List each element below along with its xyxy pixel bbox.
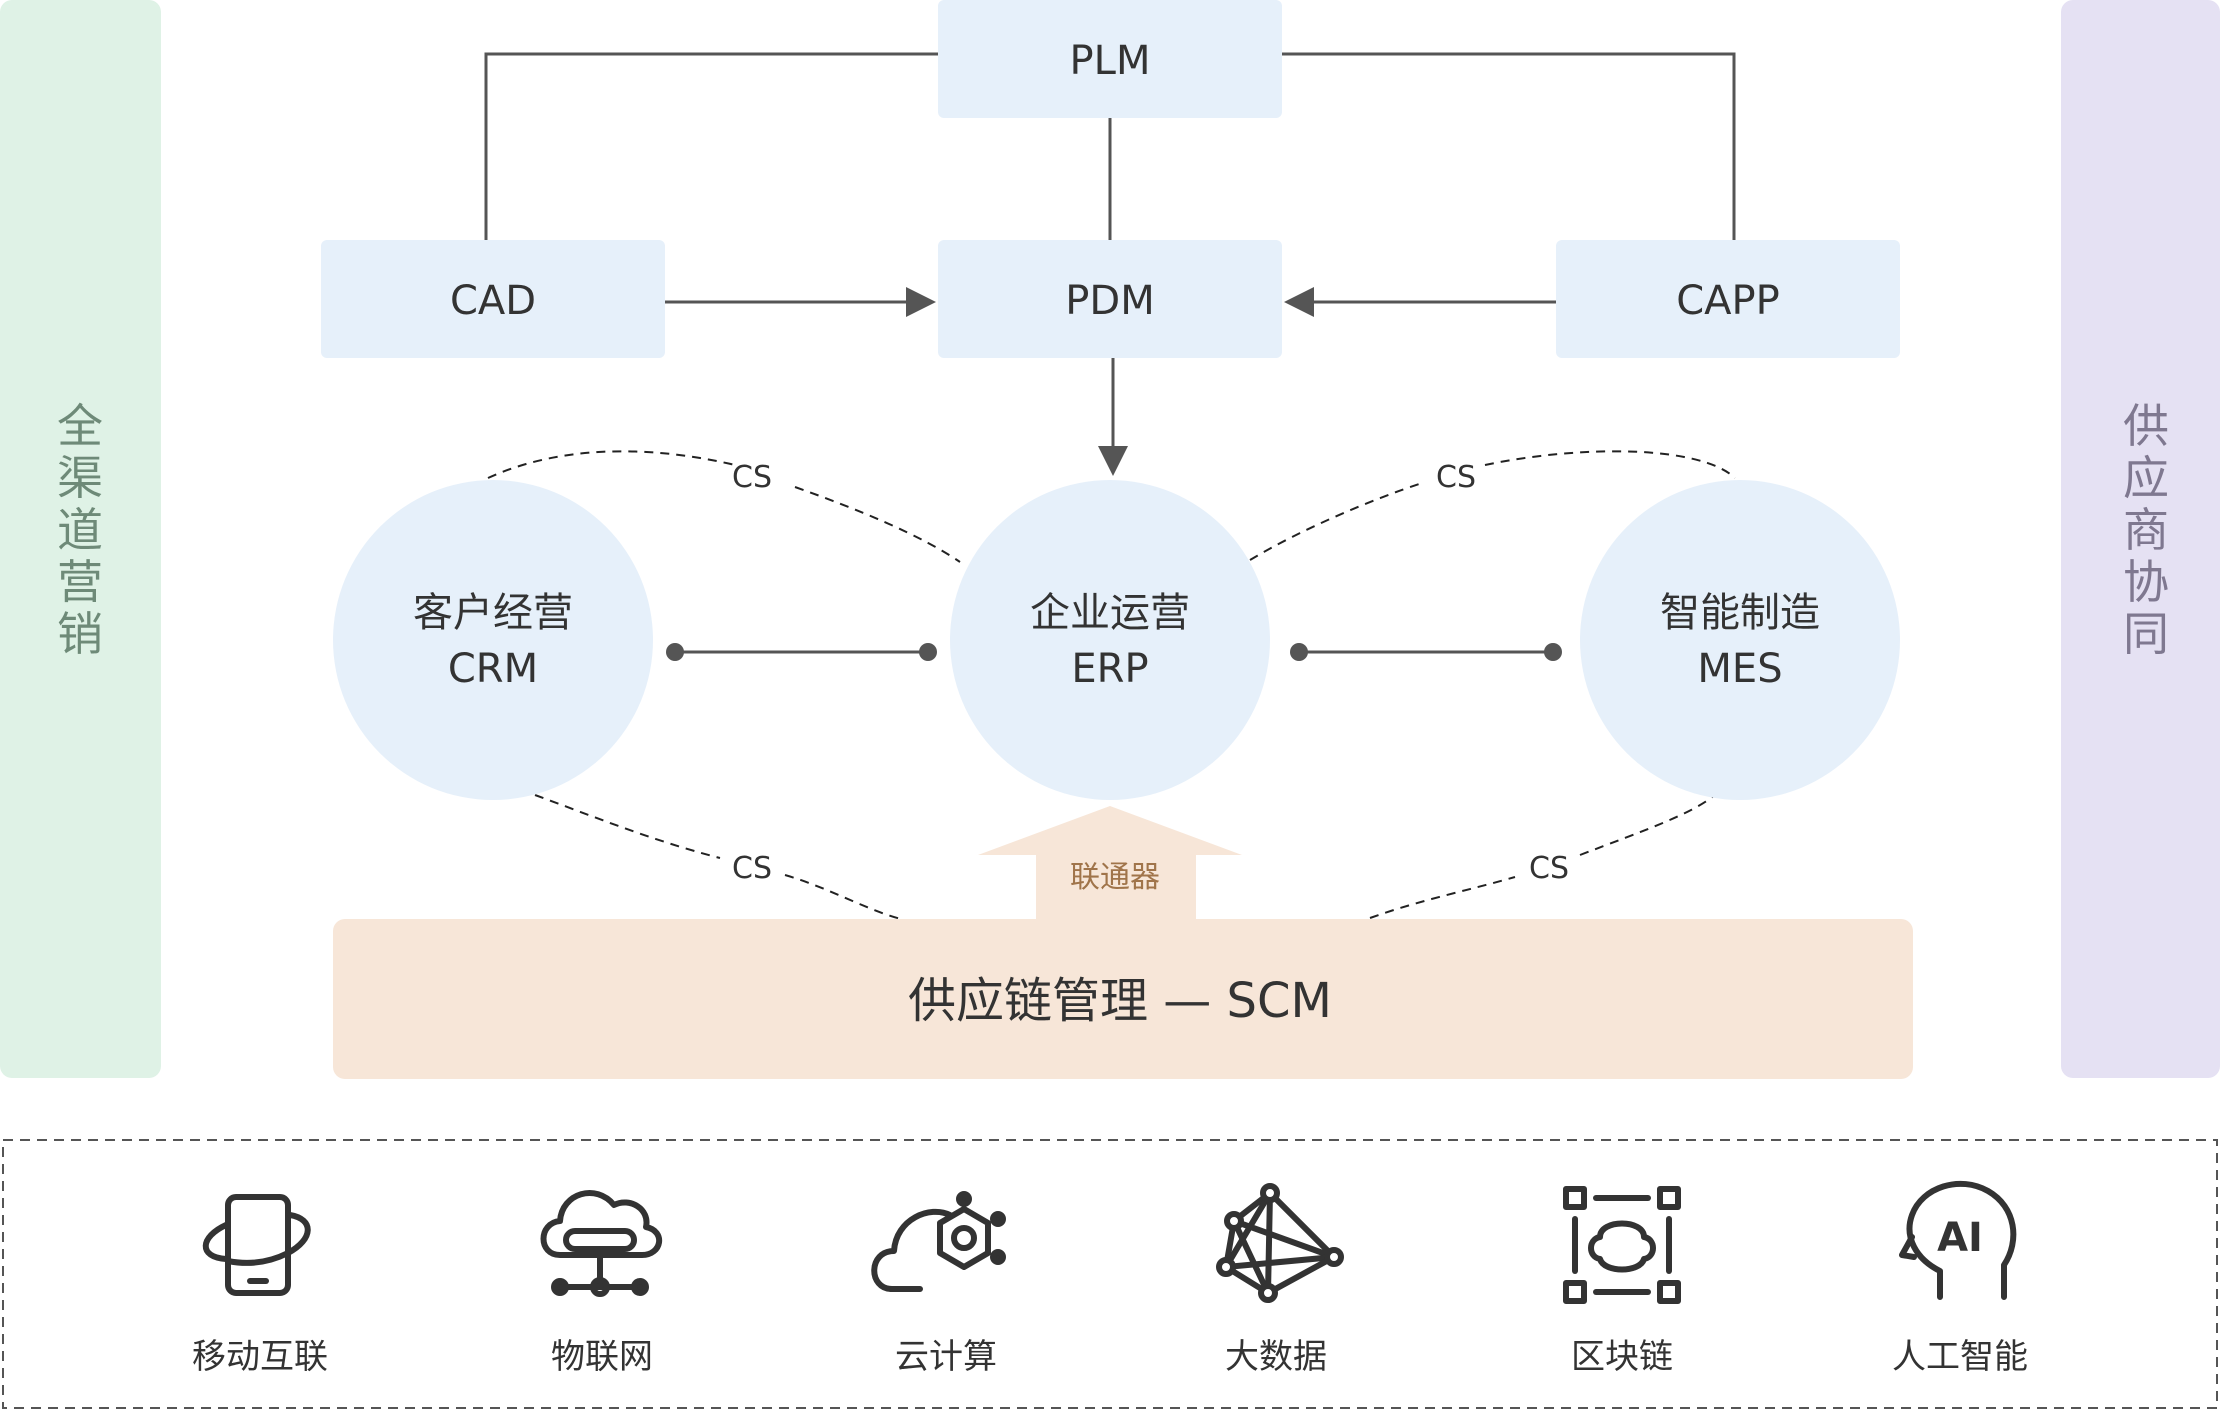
cs-label-3: CS [732,851,772,886]
pdm-box [938,240,1282,358]
cs-arc-erp-mes-2 [1484,450,1736,479]
left-side-panel [0,0,161,1078]
cs-label-4: CS [1529,851,1569,886]
mes-line1: 智能制造 [1660,590,1820,636]
plm-cad-line [484,52,938,240]
connector-arrow [978,806,1242,925]
mobile-icon [202,1194,311,1296]
erp-line1: 企业运营 [1030,590,1190,636]
cs-arc-crm-scm-2 [784,874,906,921]
cad-box [321,240,665,358]
cs-arc-erp-mes [1249,481,1426,561]
cs-arc-crm-erp [487,450,736,479]
crm-erp-dot-left [666,643,684,661]
pdm-label: PDM [1065,278,1154,324]
cs-arc-crm-scm [534,794,721,859]
cloud-gear-icon [871,1191,1006,1292]
plm-box [938,0,1282,118]
erp-mes-dot-left [1290,643,1308,661]
tech-label-bigdata: 大数据 [1225,1337,1327,1377]
ai-head-icon: AI [1899,1180,2017,1300]
network-icon [1216,1183,1344,1303]
right-side-label: 供应商协同 [2123,399,2169,661]
cs-arc-mes-scm-2 [1579,794,1716,856]
tech-label-ai: 人工智能 [1892,1337,2028,1377]
cad-label: CAD [450,278,536,324]
cs-arc-mes-scm [1369,876,1516,919]
cs-label-1: CS [732,460,772,495]
crm-erp-dot-right [919,643,937,661]
tech-label-mobile: 移动互联 [192,1337,328,1377]
connector-label: 联通器 [1070,860,1160,895]
capp-box [1556,240,1900,358]
erp-mes-dot-right [1544,643,1562,661]
tech-label-blockchain: 区块链 [1571,1337,1673,1377]
mes-line2: MES [1697,646,1782,692]
crm-circle [333,480,653,800]
scm-bar [333,919,1913,1079]
iot-cloud-icon [540,1190,663,1297]
plm-capp-line [1282,52,1736,240]
right-side-panel [2061,0,2220,1078]
erp-circle [950,480,1270,800]
tech-label-iot: 物联网 [551,1337,653,1377]
blockchain-icon [1563,1186,1681,1304]
scm-label: 供应链管理 — SCM [908,973,1332,1029]
cs-arc-crm-erp-2 [794,486,961,563]
tech-frame [2,1139,2218,1409]
svg-text:AI: AI [1937,1215,1983,1261]
crm-line2: CRM [448,646,538,692]
cs-label-2: CS [1436,460,1476,495]
left-side-label: 全渠道营销 [57,399,103,661]
tech-label-cloud: 云计算 [895,1337,997,1377]
crm-line1: 客户经营 [413,590,573,636]
erp-line2: ERP [1071,646,1148,692]
capp-label: CAPP [1676,278,1780,324]
mes-circle [1580,480,1900,800]
plm-label: PLM [1070,38,1151,84]
